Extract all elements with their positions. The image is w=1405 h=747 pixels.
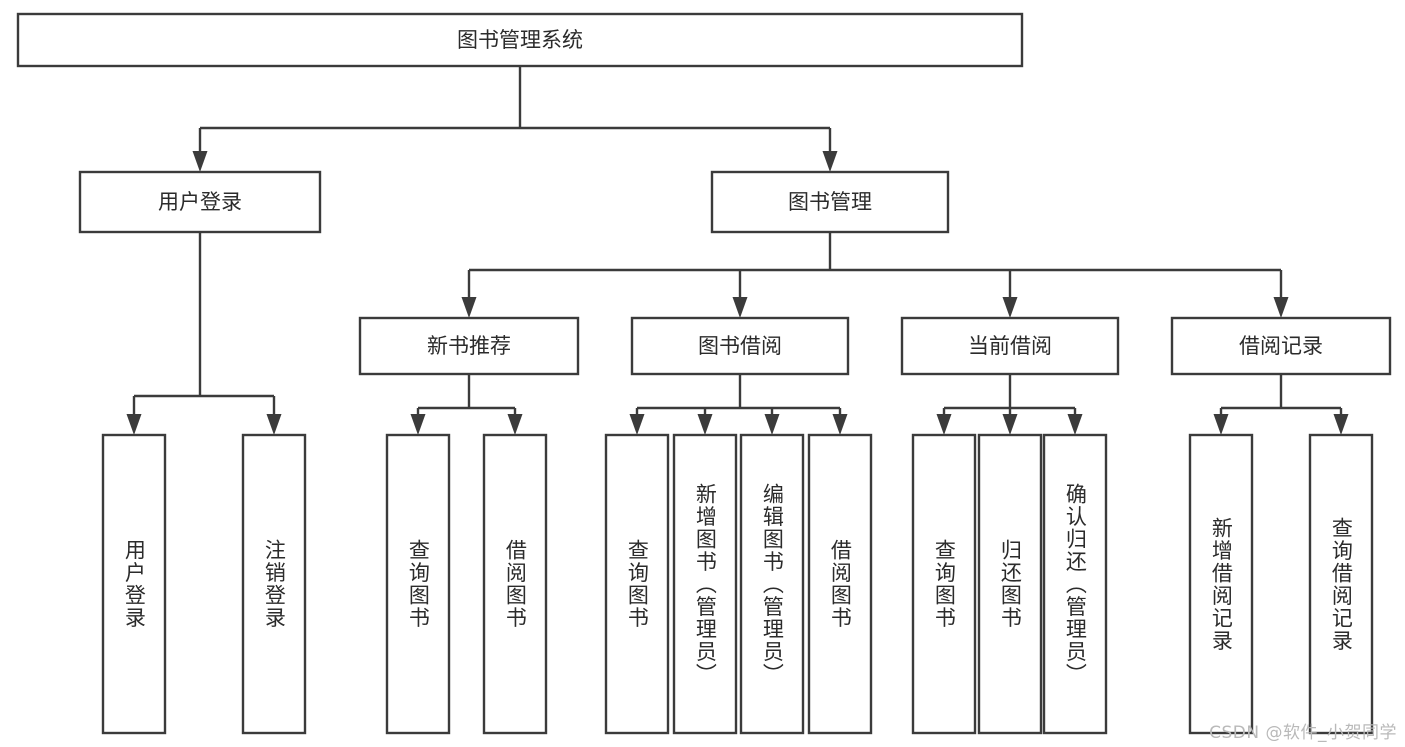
node-leaf-rec-query-record[interactable]: [1308, 433, 1374, 735]
node-book-manage-label: 图书管理: [788, 190, 872, 214]
node-borrow-record-label: 借阅记录: [1239, 334, 1323, 358]
edge-book-borrow-arrow-0: [629, 414, 645, 435]
boxes-layer: [16, 12, 1392, 735]
node-book-borrow[interactable]: [630, 316, 850, 376]
edge-book-manage-arrow-1: [732, 297, 748, 318]
edge-current-borrow-arrow-0: [936, 414, 952, 435]
node-user-login[interactable]: [78, 170, 322, 234]
edge-user-login-arrow-1: [266, 414, 282, 435]
node-leaf-cur-confirm[interactable]: [1042, 433, 1108, 735]
node-leaf-brw-edit-book[interactable]: [739, 433, 805, 735]
node-leaf-user-logout[interactable]: [241, 433, 307, 735]
watermark-csdn: CSDN @软件_小贺同学: [1209, 723, 1397, 743]
node-new-book-rec[interactable]: [358, 316, 580, 376]
node-root[interactable]: [16, 12, 1024, 68]
edge-book-manage-arrow-3: [1273, 297, 1289, 318]
node-current-borrow-label: 当前借阅: [968, 334, 1052, 358]
edge-book-borrow-arrow-3: [832, 414, 848, 435]
node-leaf-brw-query-book[interactable]: [604, 433, 670, 735]
node-leaf-rec-add-record[interactable]: [1188, 433, 1254, 735]
node-leaf-user-login[interactable]: [101, 433, 167, 735]
edge-root-arrow-1: [822, 151, 838, 172]
node-leaf-rec-borrow-book[interactable]: [482, 433, 548, 735]
edge-current-borrow-arrow-2: [1067, 414, 1083, 435]
node-root-label: 图书管理系统: [457, 28, 583, 52]
edge-new-book-rec-arrow-0: [410, 414, 426, 435]
edge-borrow-record-arrow-1: [1333, 414, 1349, 435]
edge-new-book-rec-arrow-1: [507, 414, 523, 435]
edge-current-borrow-arrow-1: [1002, 414, 1018, 435]
node-leaf-brw-add-book[interactable]: [672, 433, 738, 735]
node-borrow-record[interactable]: [1170, 316, 1392, 376]
edge-borrow-record-arrow-0: [1213, 414, 1229, 435]
edge-book-borrow-arrow-1: [697, 414, 713, 435]
connectors-layer: [126, 66, 1349, 435]
node-leaf-rec-query-book[interactable]: [385, 433, 451, 735]
node-book-manage[interactable]: [710, 170, 950, 234]
node-leaf-cur-return-book[interactable]: [977, 433, 1043, 735]
node-user-login-label: 用户登录: [158, 190, 242, 214]
node-leaf-brw-borrow-book[interactable]: [807, 433, 873, 735]
edge-book-borrow-arrow-2: [764, 414, 780, 435]
node-new-book-rec-label: 新书推荐: [427, 334, 511, 358]
edge-user-login-arrow-0: [126, 414, 142, 435]
edge-book-manage-arrow-2: [1002, 297, 1018, 318]
edge-book-manage-arrow-0: [461, 297, 477, 318]
edge-root-arrow-0: [192, 151, 208, 172]
node-book-borrow-label: 图书借阅: [698, 334, 782, 358]
node-leaf-cur-query-book[interactable]: [911, 433, 977, 735]
node-current-borrow[interactable]: [900, 316, 1120, 376]
